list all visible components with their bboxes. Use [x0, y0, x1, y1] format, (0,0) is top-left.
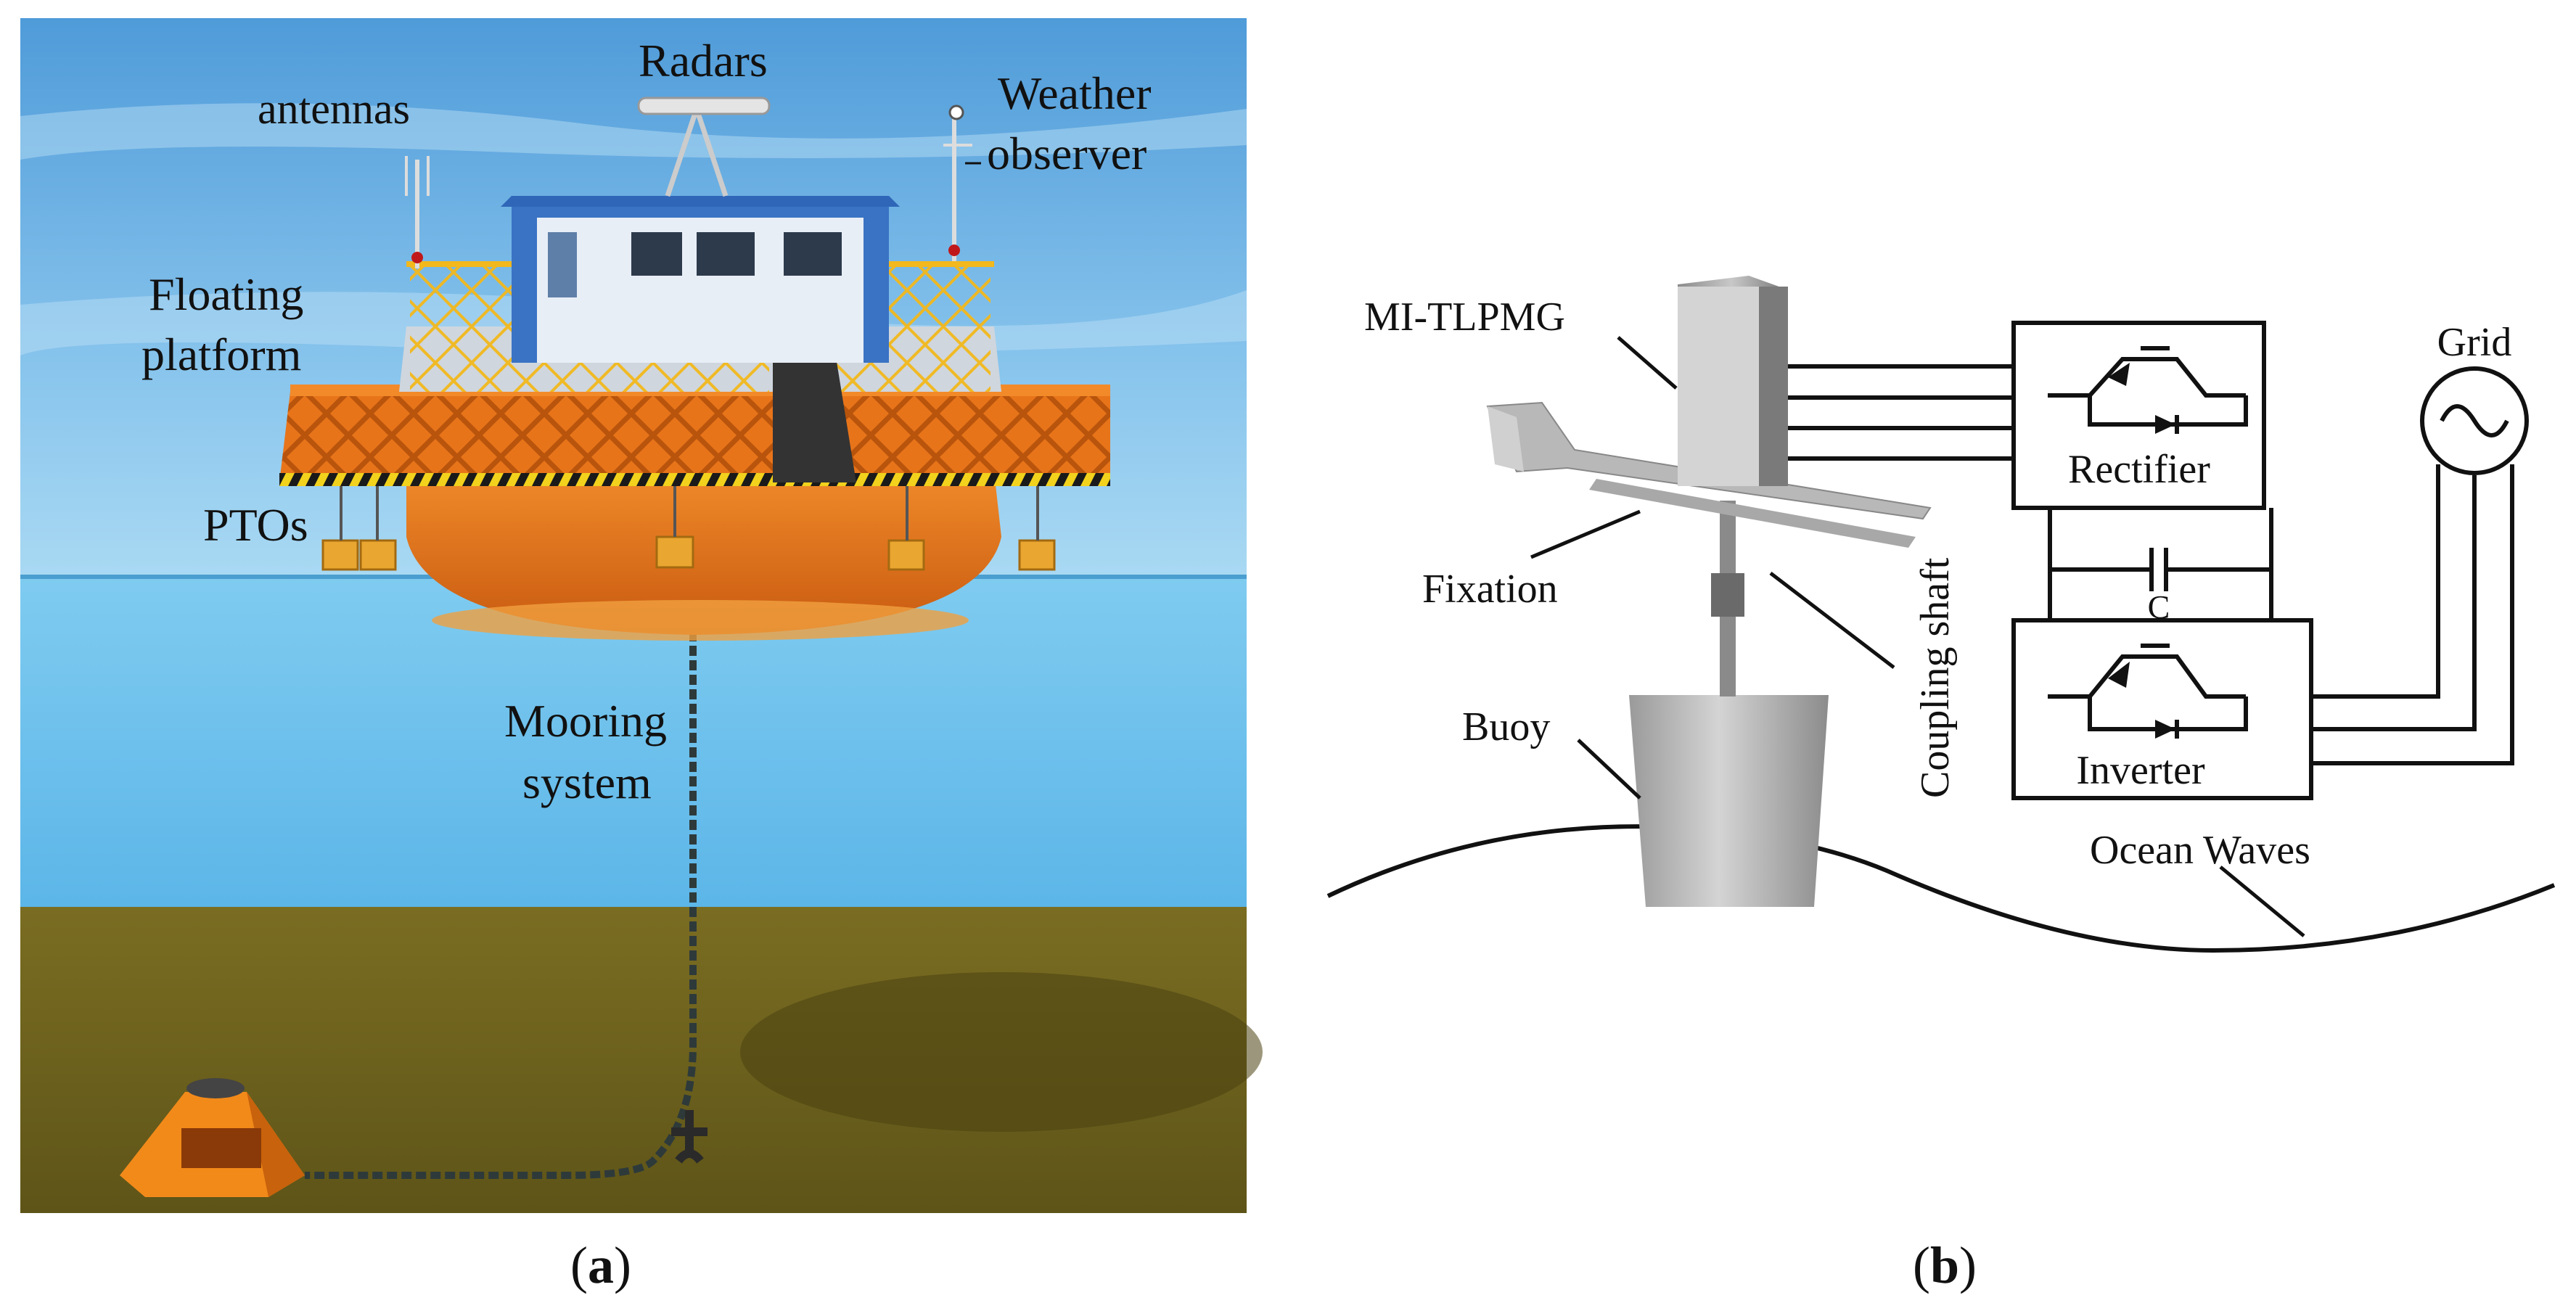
- label-buoy: Buoy: [1462, 704, 1550, 749]
- pto-buoys: [321, 479, 1056, 571]
- cabin: [501, 196, 900, 363]
- label-coupling-shaft: Coupling shaft: [1913, 557, 1958, 798]
- subsea-node-icon: [120, 1078, 305, 1197]
- buoy: [1629, 695, 1829, 907]
- fixation-bar: [1486, 401, 1932, 520]
- platform-hull: [406, 472, 1001, 635]
- generator-mi-tlpmg: [1678, 276, 1788, 486]
- inverter-box: [2011, 618, 2313, 800]
- label-mooring-system-2: system: [522, 757, 652, 808]
- seabed-shadow: [740, 972, 1263, 1132]
- weather-station-icon: [943, 104, 972, 261]
- label-antennas: antennas: [258, 85, 410, 133]
- label-fixation: Fixation: [1422, 567, 1558, 612]
- caption-b: (b): [1913, 1236, 1977, 1294]
- ocean-wave-curve: [1326, 824, 2556, 953]
- leader-lines: [1530, 336, 2305, 937]
- label-floating-platform-1: Floating: [149, 268, 303, 320]
- label-ocean-waves: Ocean Waves: [2090, 828, 2310, 873]
- label-ptos: PTOs: [203, 499, 308, 551]
- stairs: [773, 348, 856, 482]
- label-weather-observer-2: observer: [987, 128, 1147, 179]
- inverter-grid-wires: [2311, 464, 2514, 765]
- label-inverter: Inverter: [2076, 748, 2205, 793]
- label-mi-tlpmg: MI-TLPMG: [1364, 295, 1565, 340]
- panel-b-schematic: Rectifier C Inverter: [1326, 276, 2556, 953]
- rectifier-box: [2011, 321, 2266, 510]
- label-weather-observer-1: Weather: [998, 67, 1152, 119]
- clouds: [20, 103, 1247, 160]
- panel-a-illustration: Radars antennas Weather observer Floatin…: [20, 18, 1263, 1213]
- label-radars: Radars: [639, 35, 768, 86]
- mooring-chain: [305, 631, 697, 1179]
- label-rectifier: Rectifier: [2068, 447, 2210, 492]
- antenna-icon: [405, 156, 430, 268]
- caption-a: (a): [570, 1236, 631, 1294]
- anchor-icon: [671, 1110, 707, 1164]
- label-floating-platform-2: platform: [141, 329, 301, 380]
- dc-link: [2048, 508, 2273, 620]
- radar-icon: [637, 96, 771, 197]
- label-mooring-system-1: Mooring: [504, 695, 667, 747]
- generator-rectifier-wires: [1788, 364, 2014, 461]
- label-grid: Grid: [2437, 320, 2512, 365]
